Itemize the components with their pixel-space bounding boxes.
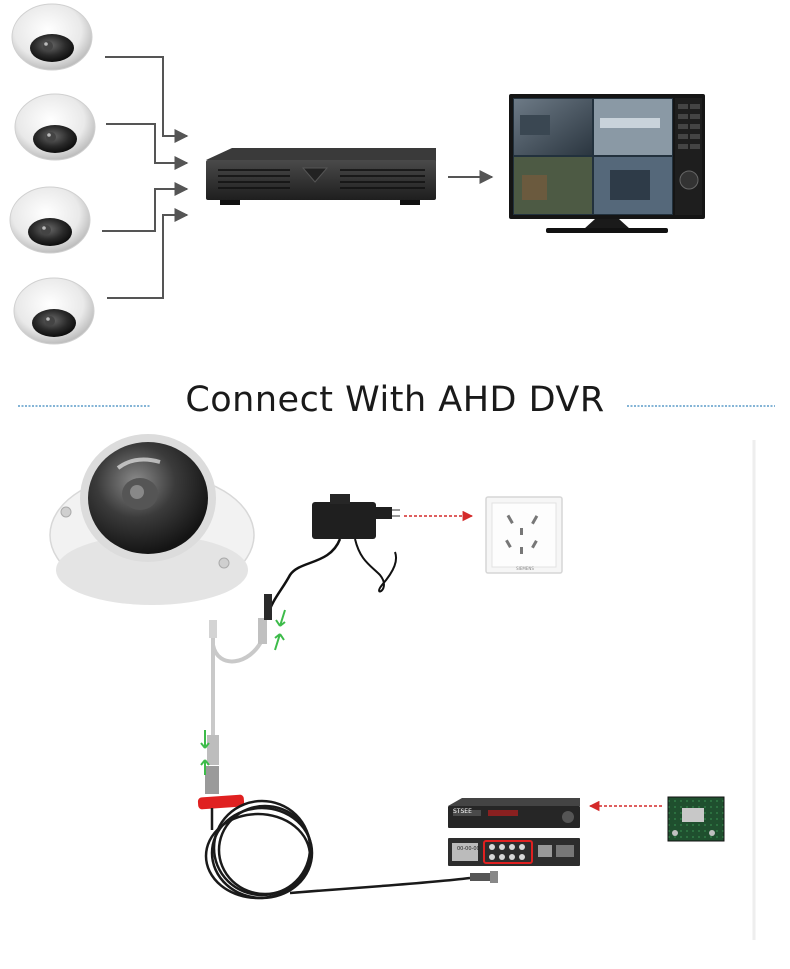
dvr-recorder-rear xyxy=(448,838,580,866)
camera-wiring xyxy=(102,56,189,299)
wall-outlet xyxy=(485,496,563,574)
hard-disk-drive xyxy=(667,796,725,842)
mini-dome-camera-1 xyxy=(11,3,93,71)
mini-dome-camera-3 xyxy=(9,186,91,254)
video-balun xyxy=(197,794,245,810)
bnc-connector xyxy=(470,871,498,883)
monitor xyxy=(509,94,705,233)
camera-pigtail-cable xyxy=(205,594,272,794)
dvr-brand-label: STSEE xyxy=(453,808,472,815)
dvr-recorder-top xyxy=(206,148,436,205)
dvr-recorder-front xyxy=(448,798,580,828)
dome-camera xyxy=(49,434,255,605)
mini-dome-camera-4 xyxy=(13,277,95,345)
dvr-panel-label: 00-00-00 xyxy=(457,846,480,852)
power-adapter xyxy=(266,494,400,616)
diagram-title: Connect With AHD DVR xyxy=(185,380,605,420)
mini-dome-camera-2 xyxy=(14,93,96,161)
bnc-cable-coil xyxy=(204,799,471,900)
outlet-brand-label: SIEMENS xyxy=(516,566,534,571)
